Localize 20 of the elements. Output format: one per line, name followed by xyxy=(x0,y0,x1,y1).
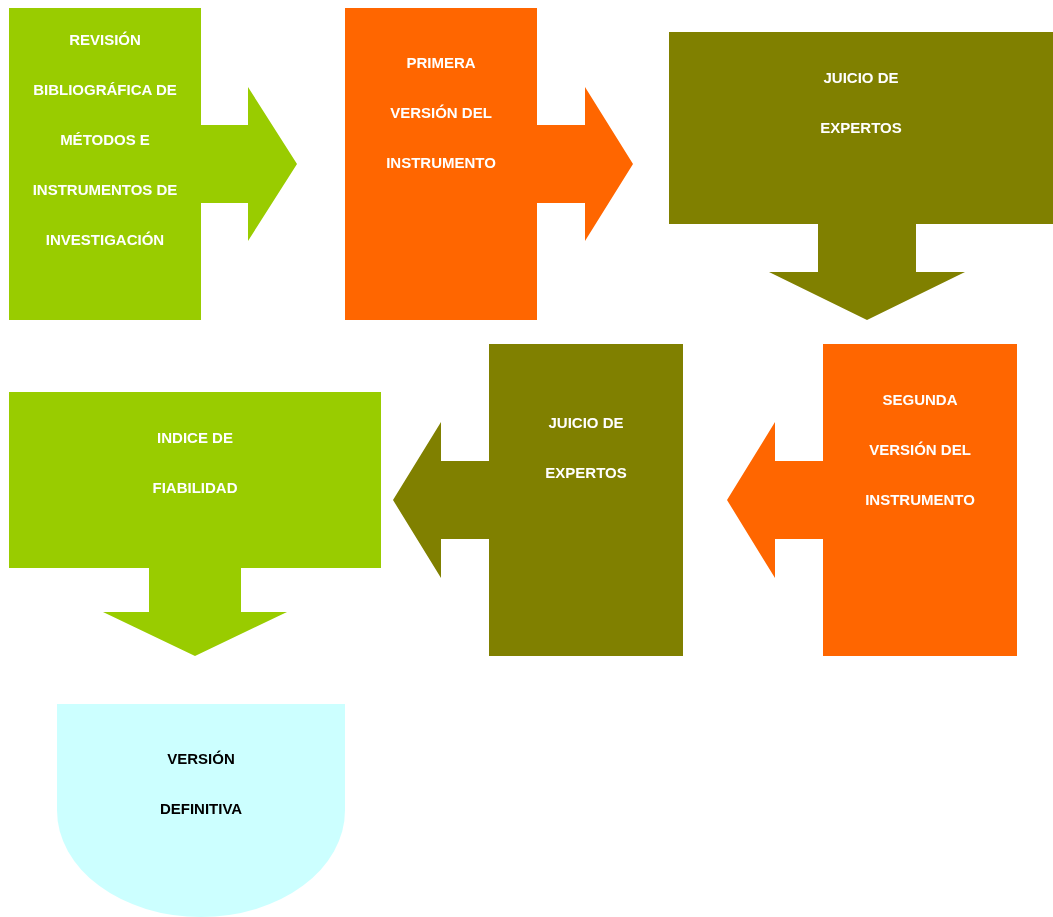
block-arrow xyxy=(769,224,965,320)
node-label: SEGUNDA VERSIÓN DEL INSTRUMENTO xyxy=(865,390,975,510)
block-arrow xyxy=(727,422,823,578)
node-label: PRIMERA VERSIÓN DEL INSTRUMENTO xyxy=(386,53,496,173)
node-label: JUICIO DE EXPERTOS xyxy=(820,68,902,138)
block-arrow xyxy=(201,87,297,241)
node-label: REVISIÓN BIBLIOGRÁFICA DE MÉTODOS E INSTRUMENTOS DE INVESTIGACIÓN xyxy=(31,30,179,250)
process-box xyxy=(489,344,683,656)
node-label: VERSIÓN DEFINITIVA xyxy=(159,749,243,819)
process-box xyxy=(669,32,1053,224)
process-box xyxy=(9,392,381,568)
block-arrow xyxy=(103,568,287,656)
block-arrow xyxy=(393,422,489,578)
node-label: JUICIO DE EXPERTOS xyxy=(545,413,627,483)
node-label: INDICE DE FIABILIDAD xyxy=(152,428,238,498)
block-arrow xyxy=(537,87,633,241)
terminal-shape xyxy=(57,704,345,917)
process-box xyxy=(9,8,201,320)
process-box xyxy=(823,344,1017,656)
process-box xyxy=(345,8,537,320)
